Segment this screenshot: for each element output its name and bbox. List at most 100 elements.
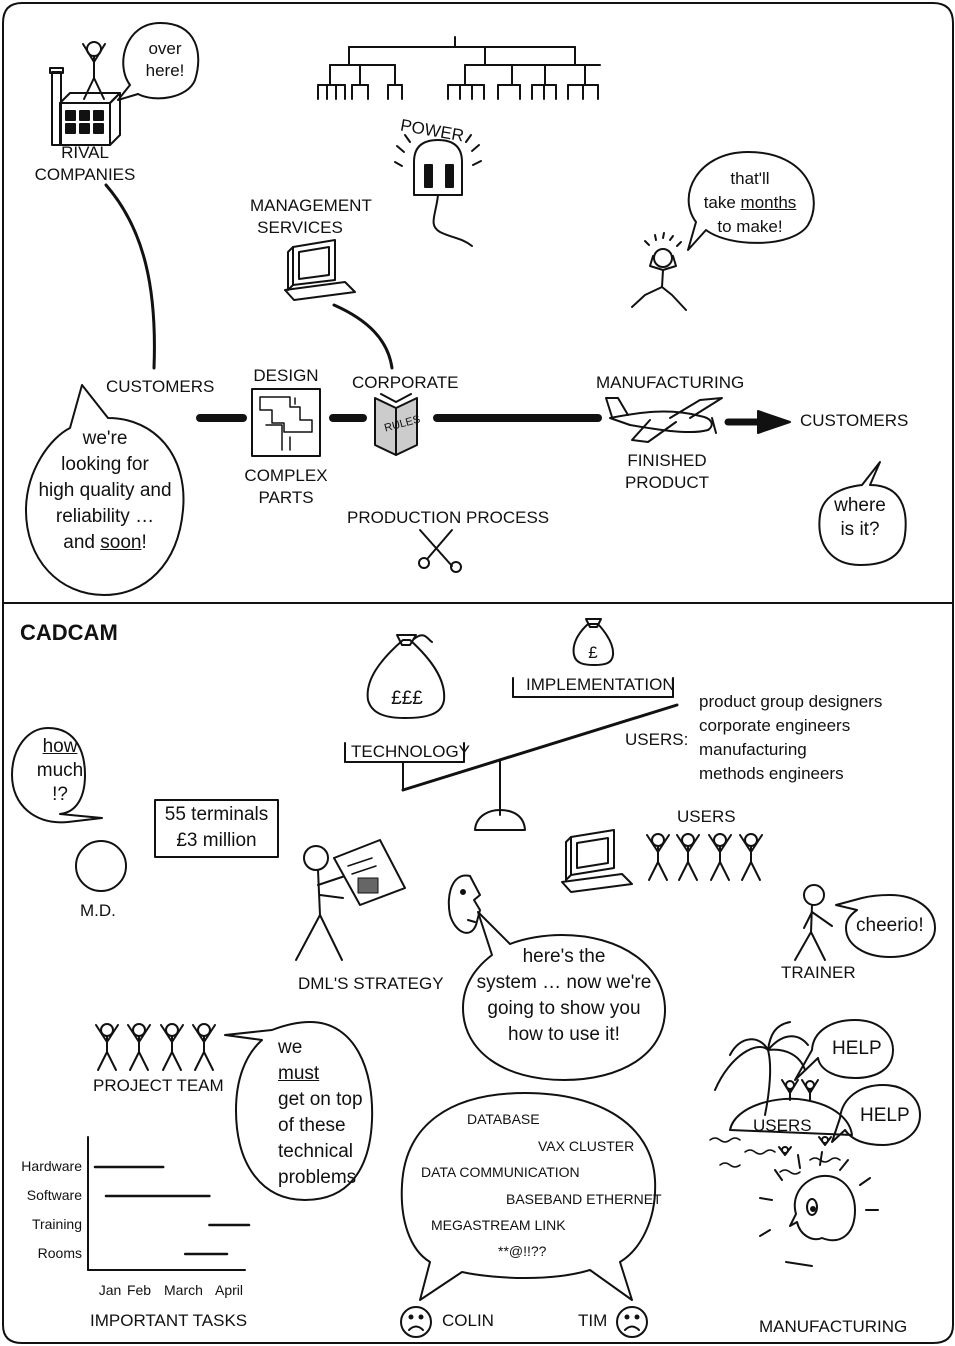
months-bubble-line-3: to make! bbox=[717, 217, 783, 236]
complex-parts-label: COMPLEX PARTS bbox=[244, 466, 328, 507]
gantt-x-tick: Feb bbox=[126, 1282, 152, 1298]
customer-bubble-last-line: and soon! bbox=[30, 530, 180, 556]
users-list-item: methods engineers bbox=[699, 764, 844, 783]
dml-strategy-label: DML'S STRATEGY bbox=[298, 974, 444, 993]
rules-book-icon bbox=[374, 393, 418, 456]
customers-speech-bubble bbox=[24, 384, 185, 596]
factory-icon bbox=[49, 67, 121, 146]
gantt-row-label: Training bbox=[31, 1216, 82, 1232]
cadcam-heading: CADCAM bbox=[20, 620, 118, 645]
soon-underlined: soon bbox=[100, 532, 142, 553]
tech-bubble-data-communication: DATA COMMUNICATION bbox=[421, 1164, 580, 1180]
customer-bubble-text: we're looking for high quality and relia… bbox=[30, 426, 180, 556]
finished-product-label: FINISHED PRODUCT bbox=[624, 451, 710, 492]
how-much-bubble-text: how much !? bbox=[20, 735, 100, 807]
tim-label: TIM bbox=[578, 1311, 608, 1330]
users-stick-figures-icon bbox=[646, 833, 763, 881]
months-speech-bubble bbox=[687, 151, 815, 251]
design-drawing-icon bbox=[251, 388, 321, 457]
trainer-label: TRAINER bbox=[781, 963, 856, 982]
scissors-icon bbox=[418, 529, 462, 573]
how-much-rest: much !? bbox=[36, 760, 84, 805]
problems-rest: get on top of these technical problems bbox=[278, 1089, 363, 1188]
problems-we: we bbox=[278, 1037, 303, 1058]
gantt-row-label: Software bbox=[26, 1187, 82, 1203]
seesaw-scale-icon bbox=[344, 677, 679, 831]
users-computer-icon bbox=[561, 829, 633, 893]
help-text-2: HELP bbox=[860, 1105, 910, 1126]
implementation-label: IMPLEMENTATION bbox=[526, 675, 675, 694]
rival-to-customers-line bbox=[104, 183, 156, 370]
tech-speech-bubble bbox=[400, 1092, 657, 1301]
gantt-bars bbox=[93, 1165, 251, 1256]
corporate-label: CORPORATE bbox=[352, 373, 459, 392]
gantt-axes bbox=[87, 1136, 246, 1271]
users-group-label: USERS bbox=[677, 807, 736, 826]
where-bubble-text: where is it? bbox=[834, 495, 886, 540]
where-speech-bubble bbox=[818, 461, 907, 566]
project-team-label: PROJECT TEAM bbox=[93, 1076, 224, 1095]
users-list-item: corporate engineers bbox=[699, 716, 851, 735]
reading-stick-figure-icon bbox=[295, 839, 406, 961]
rival-bubble-text: over here! bbox=[145, 39, 185, 80]
gantt-x-tick: March bbox=[164, 1282, 203, 1298]
terminals-box bbox=[154, 799, 279, 858]
gantt-row-label: Hardware bbox=[21, 1158, 82, 1174]
tech-bubble-vax-cluster: VAX CLUSTER bbox=[538, 1138, 635, 1154]
cheerio-text: cheerio! bbox=[856, 915, 924, 936]
manufacturing-label-top: MANUFACTURING bbox=[596, 373, 745, 392]
power-plug-icon bbox=[394, 134, 482, 247]
users-list-item: manufacturing bbox=[699, 740, 807, 759]
manufacturing-label-bottom: MANUFACTURING bbox=[759, 1317, 908, 1336]
months-bubble-line-1: that'll bbox=[730, 169, 770, 188]
org-chart-icon bbox=[317, 36, 601, 100]
users-colon-label: USERS: bbox=[625, 730, 689, 749]
customer-bubble-lines: we're looking for high quality and relia… bbox=[38, 428, 172, 527]
help-text-1: HELP bbox=[832, 1038, 882, 1059]
help-speech-bubble-2 bbox=[831, 1084, 921, 1146]
colin-sad-face-icon bbox=[400, 1306, 432, 1338]
help-speech-bubble-1 bbox=[794, 1019, 894, 1081]
management-services-label: MANAGEMENT SERVICES bbox=[250, 196, 372, 237]
customer-bubble-exclaim: ! bbox=[141, 532, 147, 553]
problems-bubble-text: we must get on top of these technical pr… bbox=[278, 1035, 363, 1191]
terminals-box-text: 55 terminals £3 million bbox=[164, 804, 269, 851]
customer-bubble-and: and bbox=[63, 532, 101, 553]
gantt-row-label: Rooms bbox=[37, 1245, 82, 1261]
md-circle-icon bbox=[75, 840, 127, 892]
shocked-face-icon bbox=[759, 1151, 879, 1267]
worried-stick-figure-icon bbox=[631, 232, 687, 311]
must-underlined: must bbox=[278, 1063, 320, 1084]
tech-bubble-exclamation: **@!!?? bbox=[498, 1243, 547, 1259]
money-bag-small-icon bbox=[572, 618, 615, 666]
system-speech-bubble bbox=[462, 911, 666, 1081]
rival-stick-figure-icon bbox=[82, 41, 106, 100]
how-much-speech-bubble bbox=[11, 727, 103, 824]
money-small-text: £ bbox=[588, 643, 598, 662]
users-island-label: USERS bbox=[753, 1116, 812, 1135]
rival-companies-label: RIVAL COMPANIES bbox=[34, 143, 136, 184]
md-label: M.D. bbox=[80, 901, 116, 920]
colin-label: COLIN bbox=[442, 1311, 494, 1330]
money-bag-large-icon bbox=[366, 634, 446, 719]
management-computer-icon bbox=[284, 239, 356, 301]
production-process-label: PRODUCTION PROCESS bbox=[347, 508, 550, 527]
money-big-text: £££ bbox=[391, 688, 423, 709]
gantt-title: IMPORTANT TASKS bbox=[90, 1311, 248, 1330]
tech-bubble-database: DATABASE bbox=[467, 1111, 540, 1127]
gantt-x-tick: Jan bbox=[98, 1282, 122, 1298]
users-list: product group designers corporate engine… bbox=[699, 690, 882, 786]
users-list-item: product group designers bbox=[699, 692, 883, 711]
customers-left-label: CUSTOMERS bbox=[106, 377, 215, 396]
problems-speech-bubble bbox=[224, 1021, 374, 1201]
months-bubble-line-2: take months bbox=[700, 191, 800, 215]
how-underlined: how bbox=[42, 736, 78, 757]
tech-bubble-baseband-ethernet: BASEBAND ETHERNET bbox=[506, 1191, 662, 1207]
management-to-corporate-line bbox=[332, 303, 394, 370]
cheerio-speech-bubble bbox=[835, 894, 936, 958]
trainer-stick-figure-icon bbox=[794, 884, 833, 961]
customers-right-label: CUSTOMERS bbox=[800, 411, 909, 430]
tech-bubble-megastream-link: MEGASTREAM LINK bbox=[431, 1217, 566, 1233]
